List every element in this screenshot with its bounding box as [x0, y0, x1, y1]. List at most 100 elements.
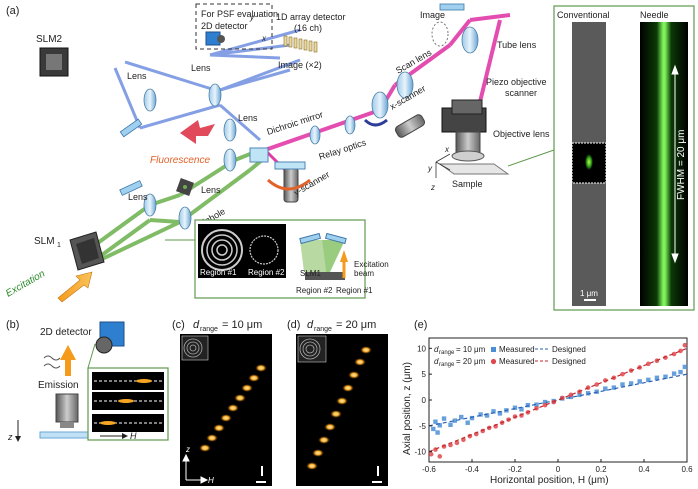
- axis-y-label-top: y: [249, 13, 255, 22]
- legend-r2-sub: range: [439, 362, 455, 368]
- b-camera-icon: [95, 321, 125, 354]
- measured-point-10-19: [542, 399, 548, 405]
- sample-icon: [438, 163, 510, 175]
- measured-point-10-12: [491, 409, 496, 414]
- legend-measured-10: Measured: [499, 345, 535, 354]
- objective-label: Objective lens: [493, 129, 550, 139]
- legend-measured-10-marker: [491, 347, 496, 352]
- measured-point-10-5: [448, 422, 453, 427]
- b-detector-label: 2D detector: [40, 327, 92, 338]
- image-x2-label: Image (×2): [278, 60, 322, 70]
- excitation-label: Excitation: [4, 268, 47, 299]
- measured-point-20-35: [682, 342, 688, 348]
- measured-point-20-21: [568, 392, 574, 398]
- measured-point-10-9: [469, 415, 475, 421]
- x-tick-label-6: 0.6: [681, 465, 693, 474]
- camera-icon: [205, 31, 225, 46]
- legend-r1-val: = 10 μm: [456, 345, 486, 354]
- measured-point-10-17: [525, 402, 531, 408]
- measured-point-10-16: [519, 407, 524, 412]
- measured-point-10-24: [585, 391, 591, 396]
- lens-label-2: Lens: [191, 63, 211, 73]
- measured-point-10-31: [646, 377, 651, 383]
- lens-icons: [143, 26, 479, 230]
- axis-y-sample: y: [427, 164, 433, 173]
- y-scanner-icon: [266, 161, 311, 203]
- legend-designed-20: Designed: [552, 357, 586, 366]
- image-plane-icon: [431, 21, 449, 47]
- psf-box-title: For PSF evaluation: [201, 9, 278, 19]
- measured-point-10-36: [682, 364, 688, 370]
- x-tick-label-3: 0: [556, 465, 561, 474]
- inset-schematic-icon: [299, 232, 348, 280]
- panel-c-value: = 10 μm: [222, 319, 262, 331]
- inset-excitation-line1: Excitation: [354, 260, 389, 269]
- measured-point-10-4: [441, 416, 447, 421]
- fluorescence-arrow-icon: [180, 120, 215, 144]
- measured-point-20-27: [620, 371, 625, 377]
- measured-point-10-11: [484, 413, 490, 418]
- b-emission-label: Emission: [38, 380, 79, 391]
- chart-ylabel: Axial position, z (μm): [402, 362, 413, 455]
- b-wave-icon-1: [43, 355, 61, 361]
- inset-region1-label: Region #1: [200, 268, 237, 277]
- panel-d-sub: range: [314, 326, 332, 333]
- slm1-sub: 1: [57, 242, 61, 249]
- legend-r1-d: d: [434, 345, 439, 354]
- panel-c-label: (c): [172, 319, 185, 331]
- chart-legend: d range = 10 μm Measured Designed d rang…: [434, 345, 586, 368]
- image-label: Image: [420, 10, 445, 20]
- array-detector-title: 1D array detector: [276, 12, 346, 22]
- inset-excitation-line2: beam: [354, 269, 374, 278]
- measured-point-20-30: [646, 361, 651, 367]
- needle-psf-image: [640, 22, 688, 306]
- measured-point-10-8: [465, 420, 470, 425]
- measured-point-20-0: [428, 451, 434, 457]
- legend-r2-val: = 20 μm: [456, 357, 486, 366]
- psf-needle-title: Needle: [640, 10, 669, 20]
- measured-point-10-1: [433, 419, 438, 424]
- y-tick-label-4: 10: [417, 344, 426, 353]
- excitation-arrow-icon: [57, 271, 93, 303]
- piezo-label-line2: scanner: [505, 88, 537, 98]
- measured-point-10-27: [611, 385, 617, 390]
- chart-xlabel: Horizontal position, H (μm): [490, 475, 609, 486]
- legend-measured-20-marker: [490, 358, 497, 365]
- fwhm-arrow-icon: [671, 64, 679, 264]
- b-objective-icon: [39, 393, 89, 439]
- measured-point-20-2: [437, 454, 443, 459]
- measured-point-10-13: [497, 411, 503, 416]
- sample-label: Sample: [452, 179, 483, 189]
- legend-designed-10: Designed: [552, 345, 586, 354]
- measured-point-20-24: [594, 382, 599, 387]
- array-detector-channels: (16 ch): [294, 23, 322, 33]
- b-h-label: H: [130, 431, 137, 441]
- mirror-icons: [119, 3, 465, 196]
- lens-label-1: Lens: [127, 71, 147, 81]
- measured-point-10-33: [663, 374, 668, 379]
- x-tick-label-1: -0.4: [465, 465, 479, 474]
- b-frame-3: [92, 414, 164, 432]
- panel-e-label: (e): [414, 319, 427, 331]
- slm2-label: SLM2: [36, 34, 63, 45]
- lens-label-5: Lens: [201, 185, 221, 195]
- inset-region2-right: Region #2: [296, 286, 333, 295]
- psf-box-detector: 2D detector: [201, 21, 248, 31]
- dichroic-mirror-icon: [249, 147, 269, 163]
- inset-region2-label: Region #2: [248, 268, 285, 277]
- b-z-label: z: [7, 432, 13, 442]
- panel-d-value: = 20 μm: [336, 319, 376, 331]
- lens-label-4: Lens: [128, 192, 148, 202]
- measured-point-10-7: [459, 414, 464, 420]
- measured-point-20-18: [542, 402, 548, 408]
- tube-lens-label: Tube lens: [497, 40, 537, 50]
- measured-point-10-30: [637, 379, 642, 384]
- panel-c-image: (c) d range = 10 μm z H: [172, 319, 272, 486]
- panel-d-image: (d) d range = 20 μm: [287, 319, 388, 486]
- legend-r1-sub: range: [439, 350, 455, 356]
- measured-point-10-32: [654, 375, 660, 380]
- objective-lens-icon: [441, 99, 487, 162]
- pinhole-icon: [176, 178, 194, 196]
